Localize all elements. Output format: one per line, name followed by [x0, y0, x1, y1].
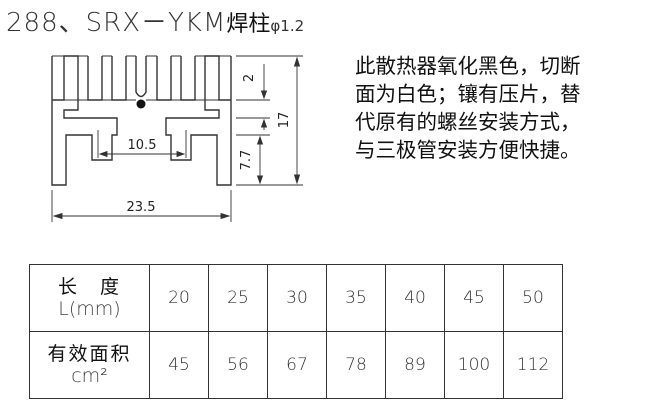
area-cell: 112	[503, 331, 563, 399]
dim-width-total: 23.5	[127, 200, 156, 215]
table-row-length: 长 度 L(mm) 20 25 30 35 40 45 50	[29, 264, 563, 332]
product-title: 288、SRX－YKM焊柱φ1.2	[6, 2, 305, 38]
model-number: 288、SRX－YKM	[6, 8, 227, 38]
length-header: 长 度 L(mm)	[29, 264, 150, 332]
solder-pin-dot	[136, 99, 146, 109]
description-line: 代原有的螺丝安装方式，	[355, 110, 581, 134]
area-cell: 67	[267, 331, 327, 399]
heatsink-outline	[51, 55, 232, 186]
dim-fin-gap: 2	[242, 74, 257, 82]
length-cell: 20	[149, 264, 209, 332]
dim-height-total: 17	[277, 112, 292, 129]
length-header-label: 长 度	[57, 276, 121, 298]
dimension-lines	[51, 55, 303, 222]
dim-lower-height: 7.7	[239, 150, 254, 171]
product-description: 此散热器氧化黑色，切断 面为白色；镶有压片，替 代原有的螺丝安装方式， 与三极管…	[355, 52, 667, 164]
fin-lines	[52, 55, 231, 101]
area-header-label: 有效面积	[47, 343, 132, 365]
area-cell: 45	[149, 331, 209, 399]
length-cell: 35	[326, 264, 386, 332]
table-row-area: 有效面积 cm² 45 56 67 78 89 100 112	[29, 331, 563, 399]
length-cell: 50	[503, 264, 563, 332]
spec-table: 长 度 L(mm) 20 25 30 35 40 45 50 有效面积 cm² …	[29, 264, 563, 399]
area-cell: 56	[208, 331, 268, 399]
area-cell: 78	[326, 331, 386, 399]
dim-inner-width: 10.5	[128, 138, 157, 153]
length-cell: 30	[267, 264, 327, 332]
area-header-unit: cm²	[71, 365, 108, 387]
pin-diameter: φ1.2	[270, 17, 305, 35]
length-cell: 45	[444, 264, 504, 332]
length-header-unit: L(mm)	[58, 298, 121, 320]
area-header: 有效面积 cm²	[29, 331, 150, 399]
length-cell: 25	[208, 264, 268, 332]
description-line: 与三极管安装方便快捷。	[355, 138, 581, 162]
length-cell: 40	[385, 264, 445, 332]
title-suffix: 焊柱	[226, 12, 271, 37]
description-line: 面为白色；镶有压片，替	[355, 82, 581, 106]
area-cell: 100	[444, 331, 504, 399]
area-cell: 89	[385, 331, 445, 399]
description-line: 此散热器氧化黑色，切断	[355, 54, 581, 78]
